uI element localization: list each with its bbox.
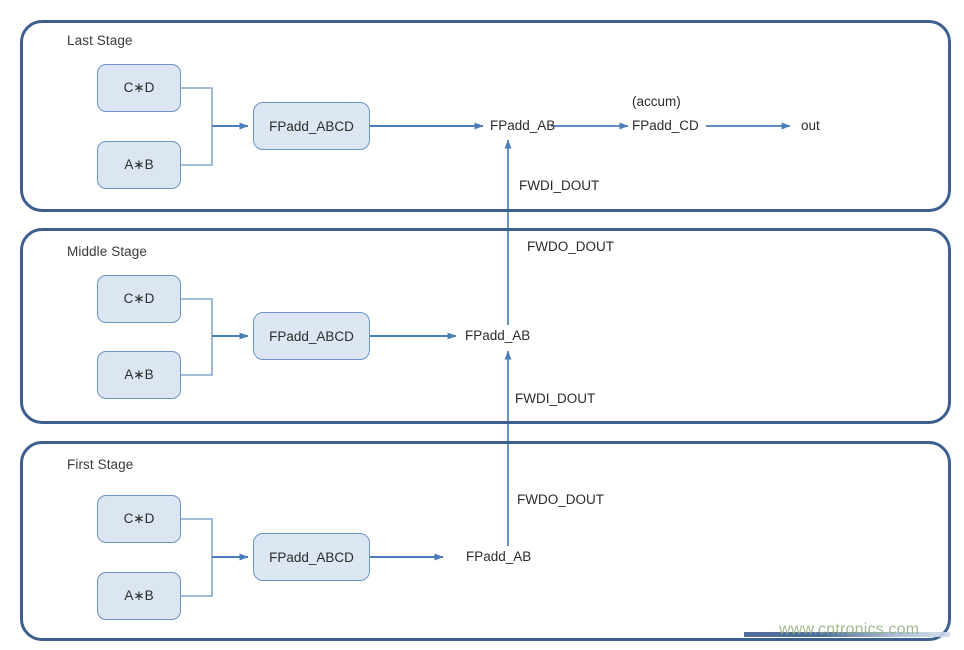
watermark-text: www.cntronics.com: [779, 621, 920, 638]
operand-box-ab-middle[interactable]: A∗B: [97, 351, 181, 399]
stage-title-first: First Stage: [67, 457, 134, 472]
signal-label-fwdi-dout-middle: FWDI_DOUT: [515, 391, 596, 406]
operand-box-cd-middle[interactable]: C∗D: [97, 275, 181, 323]
stage-container-last: [20, 20, 951, 212]
signal-label-fwdo-dout-middle: FWDO_DOUT: [527, 239, 614, 254]
stage-title-last: Last Stage: [67, 33, 133, 48]
operand-box-ab-last[interactable]: A∗B: [97, 141, 181, 189]
accum-note-label: (accum): [632, 94, 681, 109]
operand-box-cd-last[interactable]: C∗D: [97, 64, 181, 112]
adder-unit-first[interactable]: FPadd_ABCD: [253, 533, 370, 581]
signal-node-fpadd-ab-first: FPadd_AB: [466, 549, 532, 564]
signal-label-fwdo-dout-first: FWDO_DOUT: [517, 492, 604, 507]
adder-unit-middle[interactable]: FPadd_ABCD: [253, 312, 370, 360]
stage-container-first: [20, 441, 951, 641]
adder-unit-last[interactable]: FPadd_ABCD: [253, 102, 370, 150]
watermark-bar: [744, 632, 950, 637]
signal-node-fpadd-cd-last: FPadd_CD: [632, 118, 699, 133]
stage-container-middle: [20, 228, 951, 424]
operand-box-ab-first[interactable]: A∗B: [97, 572, 181, 620]
signal-node-out: out: [801, 118, 820, 133]
stage-title-middle: Middle Stage: [67, 244, 147, 259]
signal-label-fwdi-dout-last: FWDI_DOUT: [519, 178, 600, 193]
signal-node-fpadd-ab-last: FPadd_AB: [490, 118, 556, 133]
signal-node-fpadd-ab-middle: FPadd_AB: [465, 328, 531, 343]
operand-box-cd-first[interactable]: C∗D: [97, 495, 181, 543]
